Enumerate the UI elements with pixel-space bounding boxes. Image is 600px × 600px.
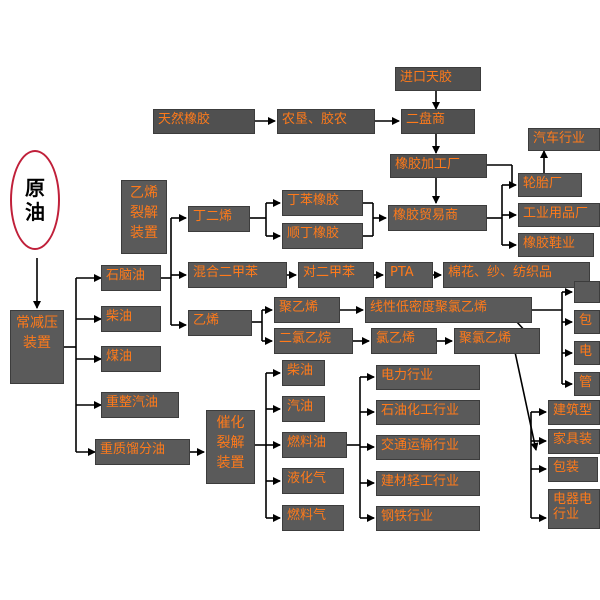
crude-oil-label: 原油 (25, 176, 45, 224)
tire-factory-node: 轮胎厂 (518, 173, 582, 197)
diesel-label: 柴油 (106, 309, 133, 324)
polyethylene-label: 聚乙烯 (279, 300, 319, 315)
building-light-industry-label: 建材轻工行业 (381, 474, 460, 489)
lpg-node: 液化气 (282, 468, 344, 494)
rubber-trader-label: 橡胶贸易商 (393, 208, 459, 223)
power-industry-node: 电力行业 (376, 365, 480, 390)
pipe-edge-label: 管 (579, 375, 593, 390)
pvc-label: 聚氯乙烯 (459, 331, 512, 346)
crude-oil-node: 原油 (10, 150, 60, 250)
textiles-node: 棉花、纱、纺织品 (443, 262, 590, 288)
wholesaler-label: 二盘商 (406, 112, 446, 127)
mixed-xylene-label: 混合二甲苯 (193, 265, 259, 280)
packaging-label: 包装 (553, 460, 580, 475)
fuel-oil-label: 燃料油 (287, 435, 327, 450)
ethylene-node: 乙烯 (188, 310, 252, 336)
import-rubber-node: 进口天胶 (395, 67, 481, 91)
electrical-industry-node: 电器电行业 (548, 489, 600, 529)
rubber-shoes-label: 橡胶鞋业 (523, 236, 576, 251)
lldpe-node: 线性低密度聚氯乙烯 (365, 297, 532, 323)
farm-cooperative-label: 农垦、胶农 (282, 112, 348, 127)
polyethylene-node: 聚乙烯 (274, 297, 340, 323)
electric-edge-node: 电 (574, 341, 600, 365)
power-industry-label: 电力行业 (381, 368, 434, 383)
cc-gasoline-label: 汽油 (287, 399, 314, 414)
fuel-gas-label: 燃料气 (287, 508, 327, 523)
diesel-node: 柴油 (101, 306, 161, 332)
farm-cooperative-node: 农垦、胶农 (277, 109, 375, 134)
cc-gasoline-node: 汽油 (282, 396, 325, 422)
packaging-node: 包装 (548, 457, 598, 482)
naphtha-label: 石脑油 (106, 268, 146, 283)
dichloroethane-node: 二氯乙烷 (274, 328, 353, 354)
atmospheric-vacuum-unit-label: 常减压装置 (16, 315, 58, 351)
import-rubber-label: 进口天胶 (400, 70, 453, 85)
petrochemical-industry-node: 石油化工行业 (376, 400, 480, 425)
reformed-gasoline-label: 重整汽油 (106, 395, 159, 410)
packaging-edge-node: 包 (574, 310, 600, 334)
cc-diesel-node: 柴油 (282, 360, 325, 386)
vinyl-chloride-label: 氯乙烯 (376, 331, 416, 346)
butadiene-rubber-node: 顺丁橡胶 (282, 223, 363, 249)
kerosene-label: 煤油 (106, 349, 133, 364)
styrene-butadiene-rubber-node: 丁苯橡胶 (282, 190, 363, 216)
building-profiles-node: 建筑型 (548, 400, 600, 425)
heavy-distillate-label: 重质馏分油 (100, 442, 166, 457)
heavy-distillate-node: 重质馏分油 (95, 439, 190, 465)
rubber-processing-node: 橡胶加工厂 (390, 154, 487, 178)
ethylene-label: 乙烯 (193, 313, 220, 328)
pta-label: PTA (390, 265, 414, 280)
fuel-gas-node: 燃料气 (282, 505, 344, 531)
steel-industry-label: 钢铁行业 (381, 509, 434, 524)
rubber-shoes-node: 橡胶鞋业 (518, 233, 594, 257)
naphtha-node: 石脑油 (101, 265, 161, 291)
steel-industry-node: 钢铁行业 (376, 506, 480, 531)
tire-factory-label: 轮胎厂 (523, 176, 563, 191)
electrical-industry-label: 电器电行业 (553, 492, 593, 522)
pvc-node: 聚氯乙烯 (454, 328, 540, 354)
packaging-edge-label: 包 (579, 313, 593, 328)
ethylene-cracker-node: 乙烯裂解装置 (121, 180, 167, 254)
rubber-processing-label: 橡胶加工厂 (395, 157, 461, 172)
mixed-xylene-node: 混合二甲苯 (188, 262, 287, 288)
natural-rubber-node: 天然橡胶 (153, 109, 255, 134)
furniture-node: 家具装 (548, 429, 600, 454)
styrene-butadiene-rubber-label: 丁苯橡胶 (287, 193, 340, 208)
wholesaler-node: 二盘商 (401, 109, 475, 134)
industrial-goods-label: 工业用品厂 (523, 206, 589, 221)
lpg-label: 液化气 (287, 471, 327, 486)
para-xylene-label: 对二甲苯 (303, 265, 356, 280)
film-edge-node (574, 281, 600, 303)
butadiene-label: 丁二烯 (193, 209, 233, 224)
rubber-trader-node: 橡胶贸易商 (388, 205, 487, 231)
para-xylene-node: 对二甲苯 (298, 262, 374, 288)
butadiene-rubber-label: 顺丁橡胶 (287, 226, 340, 241)
furniture-label: 家具装 (553, 432, 593, 447)
pta-node: PTA (385, 262, 433, 288)
dichloroethane-label: 二氯乙烷 (279, 331, 332, 346)
catalytic-cracker-label: 催化裂解装置 (216, 415, 245, 471)
kerosene-node: 煤油 (101, 346, 161, 372)
pipe-edge-node: 管 (574, 372, 600, 396)
electric-edge-label: 电 (579, 344, 593, 359)
catalytic-cracker-node: 催化裂解装置 (206, 410, 255, 484)
butadiene-node: 丁二烯 (188, 206, 250, 232)
transport-industry-node: 交通运输行业 (376, 435, 480, 460)
building-profiles-label: 建筑型 (553, 403, 593, 418)
industrial-goods-node: 工业用品厂 (518, 203, 600, 227)
textiles-label: 棉花、纱、纺织品 (448, 265, 553, 280)
fuel-oil-node: 燃料油 (282, 432, 347, 458)
cc-diesel-label: 柴油 (287, 363, 314, 378)
petrochemical-industry-label: 石油化工行业 (381, 403, 460, 418)
auto-industry-node: 汽车行业 (528, 128, 600, 151)
natural-rubber-label: 天然橡胶 (158, 112, 211, 127)
transport-industry-label: 交通运输行业 (381, 438, 460, 453)
atmospheric-vacuum-unit-node: 常减压装置 (10, 310, 64, 384)
building-light-industry-node: 建材轻工行业 (376, 471, 480, 496)
auto-industry-label: 汽车行业 (533, 131, 586, 146)
reformed-gasoline-node: 重整汽油 (101, 392, 179, 418)
ethylene-cracker-label: 乙烯裂解装置 (130, 185, 158, 241)
lldpe-label: 线性低密度聚氯乙烯 (370, 300, 488, 315)
vinyl-chloride-node: 氯乙烯 (371, 328, 437, 354)
